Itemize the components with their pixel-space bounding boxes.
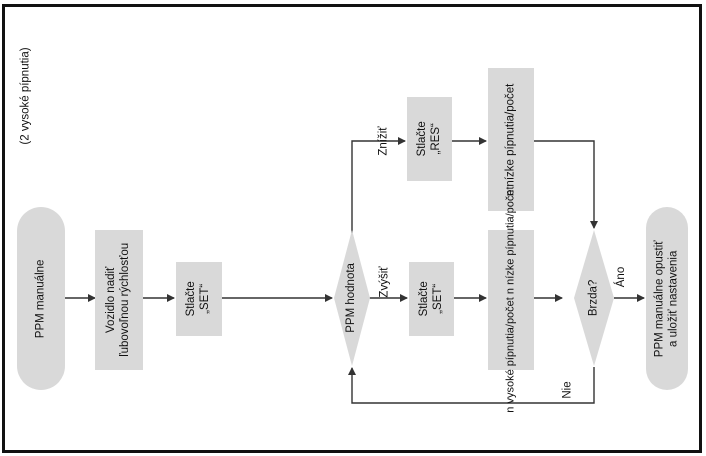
press-res-node: Stlačte „RES“: [407, 97, 452, 181]
edge-low-beeps-to-brake: [534, 140, 598, 229]
edge-label-no: Nie: [562, 381, 575, 399]
brake-decision-shape: [574, 230, 614, 366]
edge-label-decrease: Znížiť: [378, 126, 391, 156]
ppm-value-decision: PPM hodnota: [345, 263, 358, 333]
edge-label-yes: Áno: [615, 266, 627, 288]
high-beeps-node: n vysoké pípnutia/počet n nízke pípnutia…: [488, 187, 534, 413]
edge-brake-no-loop: [348, 367, 595, 404]
edge-ppm-value-to-res: [351, 137, 406, 233]
beep-note: (2 vysoké pípnutia): [20, 47, 33, 145]
end-node: PPM manuálne opustiť a uložiť nastavenia: [646, 207, 688, 390]
brake-decision: Brzda?: [587, 279, 600, 317]
press-set-node-1: Stlačte „SET“: [176, 262, 222, 336]
start-node: PPM manuálne: [17, 207, 65, 390]
ppm-value-decision-shape: [334, 230, 370, 366]
low-beeps-node: n nízke pípnutia/počet: [488, 68, 534, 211]
drive-node: Vozidlo nadiť ľubovoľnou rýchlosťou: [95, 230, 143, 370]
edge-label-increase: Zvýšiť: [379, 266, 391, 298]
press-set-node-2: Stlačte „SET“: [409, 262, 454, 336]
